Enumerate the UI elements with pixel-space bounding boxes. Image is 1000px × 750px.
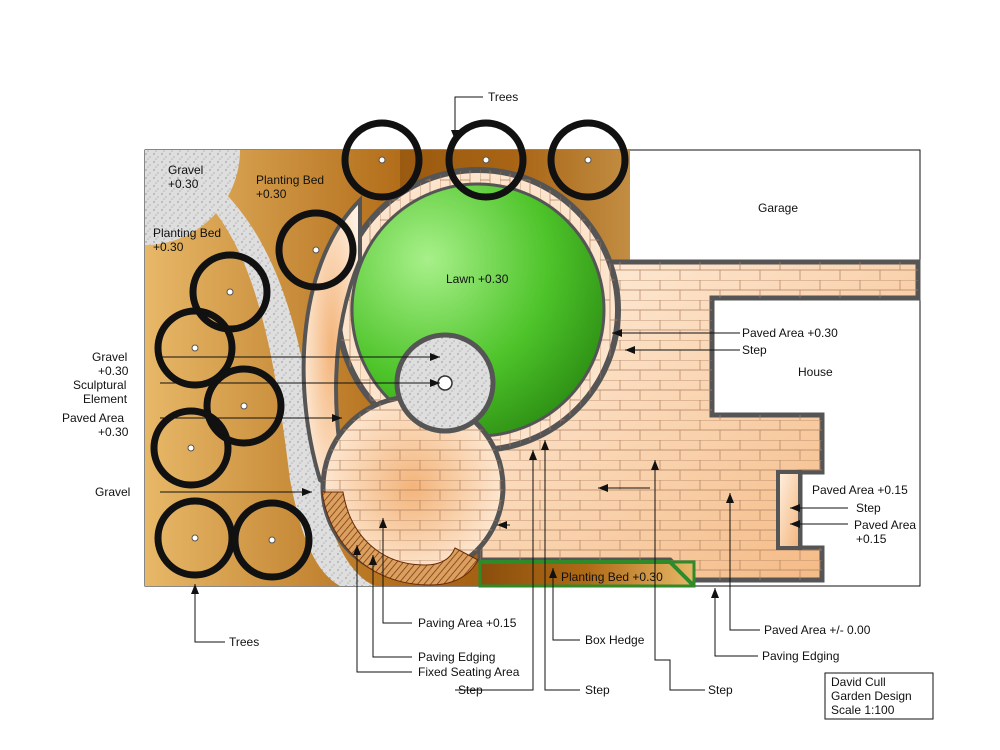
tree: [275, 209, 357, 291]
label-garage: Garage: [758, 201, 798, 215]
label-paved-015-right-b-level: +0.15: [856, 532, 887, 546]
label-paved-left: Paved Area: [62, 411, 124, 425]
label-gravel-top-level: +0.30: [168, 177, 199, 191]
label-paved-area-030: Paved Area +0.30: [742, 326, 838, 340]
title-author: David Cull: [831, 675, 886, 689]
tree: [150, 407, 232, 489]
label-gravel-left-level: +0.30: [98, 364, 129, 378]
title-firm: Garden Design: [831, 689, 912, 703]
title-block: David Cull Garden Design Scale 1:100: [824, 672, 934, 720]
fixed-seating-area: [321, 491, 479, 586]
label-step-b2: Step: [585, 683, 610, 697]
label-gravel-lower: Gravel: [95, 485, 130, 499]
box-hedge: [480, 560, 696, 588]
label-paving-edging-right: Paving Edging: [762, 649, 839, 663]
label-sculptural: Sculptural: [73, 378, 126, 392]
label-fixed-seating: Fixed Seating Area: [418, 665, 520, 679]
label-element: Element: [83, 392, 128, 406]
gravel-path: [195, 175, 375, 586]
label-step-b1: Step: [458, 683, 483, 697]
label-paved-015-right-b: Paved Area: [854, 518, 916, 532]
label-step-right: Step: [856, 501, 881, 515]
sculptural-element: [437, 375, 453, 391]
label-lawn: Lawn +0.30: [446, 272, 509, 286]
label-paved-015-right: Paved Area +0.15: [812, 483, 908, 497]
label-paved-area-000: Paved Area +/- 0.00: [764, 623, 871, 637]
label-paved-left-level: +0.30: [98, 425, 129, 439]
label-paving-edging-left: Paving Edging: [418, 650, 495, 664]
label-step-1: Step: [742, 343, 767, 357]
label-planting-bed-left-level: +0.30: [153, 240, 184, 254]
label-paving-area-015: Paving Area +0.15: [418, 616, 517, 630]
trees: [150, 119, 629, 581]
label-trees-bottom: Trees: [229, 635, 259, 649]
tree: [547, 119, 629, 201]
label-box-hedge: Box Hedge: [585, 633, 645, 647]
label-gravel-left: Gravel: [92, 350, 127, 364]
label-planting-bed-top-level: +0.30: [256, 187, 287, 201]
label-step-b3: Step: [708, 683, 733, 697]
leader-lines: [160, 96, 848, 691]
label-planting-bed-left: Planting Bed: [153, 226, 221, 240]
tree: [341, 119, 423, 201]
label-house: House: [798, 365, 833, 379]
tree: [154, 307, 236, 389]
gravel-top-left: [145, 150, 240, 245]
label-gravel-top: Gravel: [168, 163, 203, 177]
tree: [203, 365, 285, 447]
label-planting-bed-bottom: Planting Bed +0.30: [561, 570, 663, 584]
tree: [231, 499, 313, 581]
title-scale: Scale 1:100: [831, 703, 895, 717]
tree: [445, 119, 527, 201]
label-trees-top: Trees: [488, 90, 518, 104]
label-planting-bed-top: Planting Bed: [256, 173, 324, 187]
